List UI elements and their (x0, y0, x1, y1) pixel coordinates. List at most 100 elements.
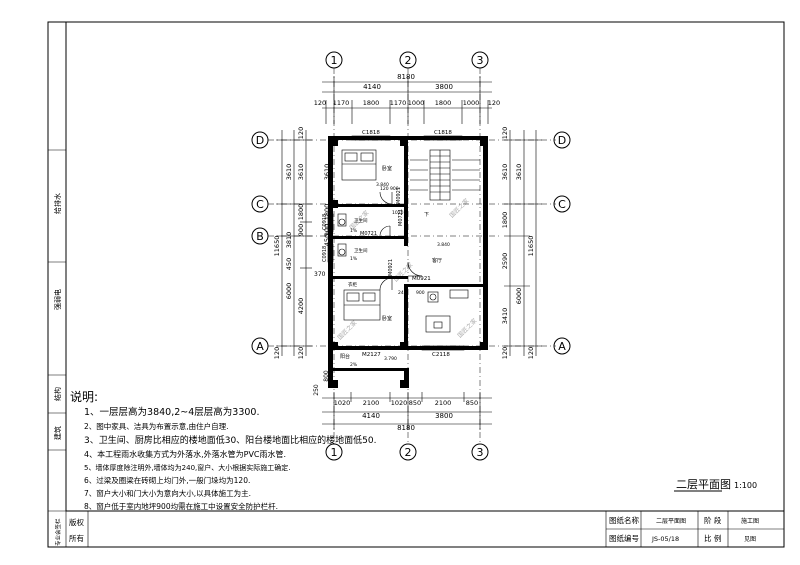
axis-left-C: C (256, 198, 264, 211)
watermark-5: 国匠之家 (456, 317, 479, 340)
dim-right-120-top: 120 (501, 127, 509, 139)
code-m0921-a: M0921 (396, 187, 402, 204)
elevation-balcony: 3.790 (384, 356, 397, 362)
strip-label-water: 给排水 (53, 193, 62, 214)
dim-left-total: 11650 (273, 236, 281, 257)
dim-left-450: 450 (285, 258, 293, 270)
scale-label: 比 例 (704, 533, 721, 543)
dim-left-3610a: 3610 (285, 164, 293, 181)
axis-left-D: D (256, 134, 264, 147)
axis-left-B: B (256, 230, 264, 243)
dim-left-6000: 6000 (285, 283, 293, 300)
rights-line1: 版权 (69, 517, 84, 527)
dim-left-3810: 3810 (285, 232, 293, 249)
dim-right-120-bottom: 120 (501, 347, 509, 359)
code-m0721-b: M0721 (360, 231, 377, 237)
dim-left-120-bottom: 120 (297, 347, 305, 359)
scale-value: 见图 (744, 536, 756, 543)
dim-bottom-detail-5: 2100 (435, 399, 452, 407)
slope-3: 2% (350, 362, 358, 368)
stair-down: 下 (424, 212, 429, 218)
staircase (410, 149, 480, 201)
dim-1020: 1020 (392, 210, 404, 216)
building-walls (328, 136, 488, 388)
strip-label-structure: 结构 (53, 387, 62, 401)
axis-top-1: 1 (331, 54, 338, 67)
dim-bottom-mid-2: 3800 (435, 412, 453, 420)
note-1: 1、一层层高为3840,2~4层层高为3300. (84, 406, 260, 418)
room-bedroom2: 卧室 (382, 315, 392, 322)
dim-right-6000: 6000 (515, 288, 523, 305)
dim-bottom-detail-1: 1020 (334, 399, 351, 407)
dim-top-detail-7: 1000 (463, 99, 480, 107)
windows (327, 135, 465, 351)
dim-120: 120 (380, 186, 389, 192)
strip-label-architecture: 建筑 (53, 426, 62, 440)
plan-scale: 1:100 (734, 481, 757, 490)
note-2: 2、图中家具、洁具为布置示意,由住户自理. (84, 421, 229, 431)
dim-top-detail-5: 1000 (408, 99, 425, 107)
code-m0721-a: M0721 (398, 209, 404, 226)
watermark-1: 国匠之家 (448, 197, 471, 220)
drawing-name-value: 二层平面图 (656, 518, 686, 525)
dim-right-11650: 11650 (527, 236, 535, 257)
dim-left-3610b: 3610 (297, 164, 305, 181)
room-toilet2: 卫生间 (354, 247, 368, 254)
dim-left-450b: 450 (323, 234, 331, 246)
note-6: 6、过梁及圈梁在砖砌上均门外,一般门垛均为120. (84, 475, 250, 485)
watermark-4: 国匠之家 (336, 319, 359, 342)
dim-top-total: 8180 (397, 73, 415, 81)
strip-label-electric: 强弱电 (53, 289, 62, 310)
watermark-3: 国匠之家 (392, 261, 415, 284)
dim-bottom-total: 8180 (397, 424, 415, 432)
room-bedroom1: 卧室 (382, 165, 392, 172)
dim-top-detail-4: 1170 (390, 99, 407, 107)
drawing-number-value: JS-05/18 (651, 535, 679, 543)
dim-top-detail-2: 1170 (333, 99, 350, 107)
code-c1818-a: C1818 (362, 130, 380, 136)
drawing-frame (65, 21, 785, 512)
rights-line2: 所有 (69, 533, 84, 543)
dim-top-mid-1: 4140 (363, 83, 381, 91)
dim-left-900b: 900 (323, 224, 331, 236)
bathroom-fixtures (337, 213, 469, 333)
bedroom2-bed (343, 289, 381, 321)
dim-right-120-outer: 120 (527, 347, 535, 359)
dim-left-120-outer: 120 (273, 347, 281, 359)
axis-right-C: C (558, 198, 566, 211)
axis-top-2: 2 (405, 54, 412, 67)
top-dimensions: 8180 4140 3800 120 1170 1800 1170 1000 1… (314, 73, 500, 124)
code-m0921-c: M0921 (412, 276, 431, 282)
opening-codes: C1818 C1818 C0918 C0918 M0921 M0921 M092… (322, 130, 452, 358)
note-3: 3、卫生间、厨房比相应的楼地面低30、阳台楼地面比相应的楼地面低50. (84, 434, 377, 446)
dim-top-detail-6: 1800 (435, 99, 452, 107)
dim-left-1800: 1800 (297, 204, 305, 221)
note-5: 5、墙体厚度除注明外,墙体均为240,窗户、大小根据实际施工确定. (84, 463, 291, 472)
note-8: 8、窗户低于室内地坪900均需在施工中设置安全防护栏杆. (84, 501, 278, 511)
axis-bottom-1: 1 (331, 446, 338, 459)
door-swings (379, 191, 423, 291)
dim-900-b: 900 (416, 290, 425, 296)
slope-2: 1% (350, 256, 358, 262)
room-balcony: 阳台 (340, 353, 350, 360)
left-signature-strip: 给排水 强弱电 结构 建筑 专业会签栏 (48, 149, 66, 546)
dim-right-2590: 2590 (501, 253, 509, 270)
axis-bottom-3: 3 (477, 446, 484, 459)
dim-right-1800: 1800 (501, 212, 509, 229)
dim-top-detail-3: 1800 (363, 99, 380, 107)
room-wardrobe: 衣柜 (348, 281, 357, 288)
axis-right-A: A (558, 340, 566, 353)
code-m2127: M2127 (362, 352, 381, 358)
dim-bottom-detail-6: 850 (466, 399, 478, 407)
notes-title: 说明: (70, 389, 98, 404)
dim-bottom-mid-1: 4140 (362, 412, 380, 420)
dim-top-detail-1: 120 (314, 99, 326, 107)
axis-grid-lines (268, 68, 556, 444)
slope-1: 1% (350, 228, 358, 234)
dim-top-mid-2: 3800 (435, 83, 453, 91)
elevation-living: 3.840 (437, 242, 450, 248)
code-c1818-b: C1818 (434, 130, 452, 136)
dim-bottom-detail-2: 2100 (363, 399, 380, 407)
right-dimensions: 120 3610 1800 2590 3410 120 3610 6000 11… (501, 127, 542, 359)
bedroom1-bed (341, 149, 377, 181)
